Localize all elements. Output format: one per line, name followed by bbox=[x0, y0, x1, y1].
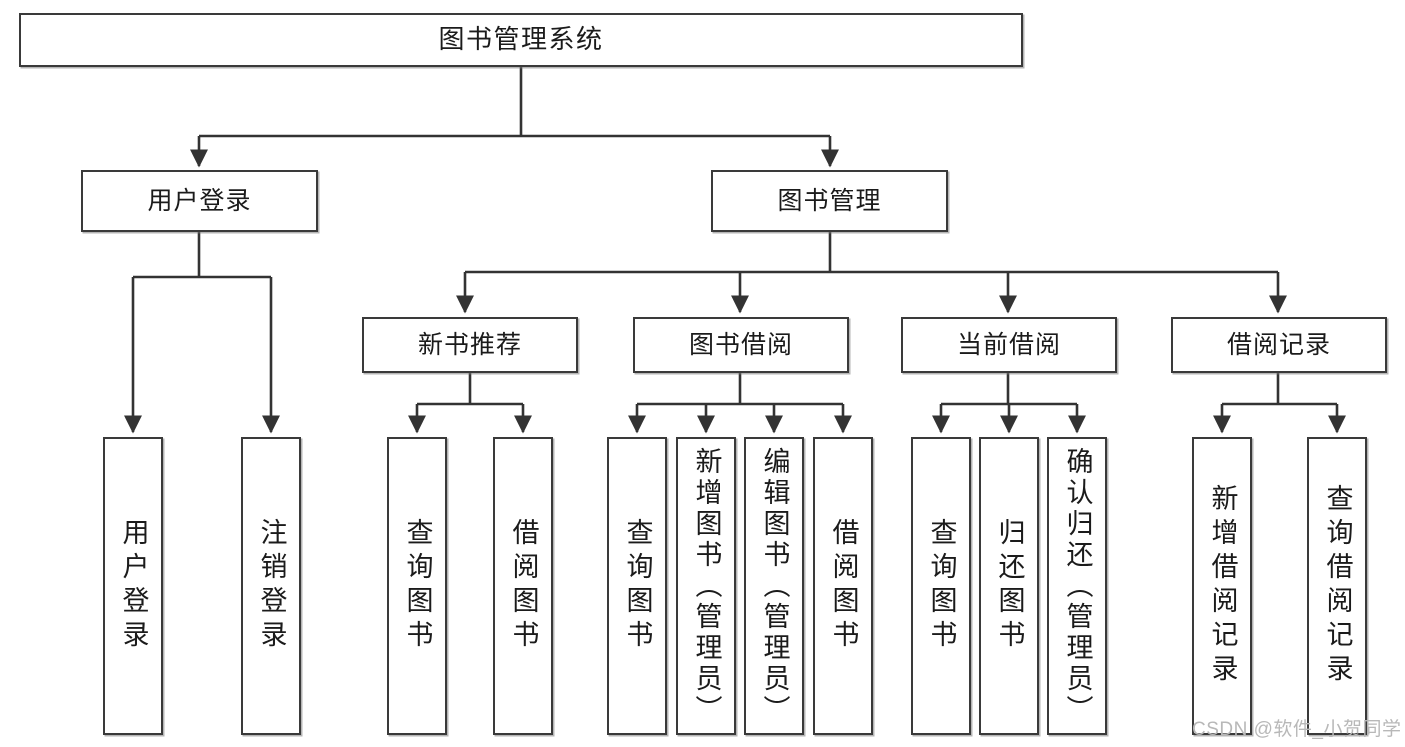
node-borrow-records[interactable]: 借阅记录 bbox=[1171, 317, 1387, 373]
leaf-current-confirm-return-admin[interactable]: 确认归还（管理员） bbox=[1047, 437, 1107, 735]
node-label: 查询图书 bbox=[622, 518, 653, 654]
node-label: 注销登录 bbox=[256, 518, 287, 654]
node-user-login[interactable]: 用户登录 bbox=[81, 170, 318, 232]
node-label: 用户登录 bbox=[118, 518, 149, 654]
leaf-borrow-edit-book-admin[interactable]: 编辑图书（管理员） bbox=[744, 437, 804, 735]
node-label: 用户登录 bbox=[147, 187, 252, 215]
leaf-user-login-logout[interactable]: 注销登录 bbox=[241, 437, 301, 735]
node-current-borrow[interactable]: 当前借阅 bbox=[901, 317, 1117, 373]
leaf-recommend-query-book[interactable]: 查询图书 bbox=[387, 437, 447, 735]
node-label: 查询图书 bbox=[926, 518, 957, 654]
leaf-user-login-login[interactable]: 用户登录 bbox=[103, 437, 163, 735]
node-label: 新书推荐 bbox=[417, 331, 522, 359]
leaf-records-query-record[interactable]: 查询借阅记录 bbox=[1307, 437, 1367, 735]
node-label: 查询借阅记录 bbox=[1322, 484, 1353, 688]
node-label: 新增借阅记录 bbox=[1207, 484, 1238, 688]
node-label: 图书管理 bbox=[777, 187, 882, 215]
node-label: 新增图书（管理员） bbox=[691, 446, 722, 726]
node-label: 图书借阅 bbox=[688, 331, 793, 359]
leaf-records-add-record[interactable]: 新增借阅记录 bbox=[1192, 437, 1252, 735]
node-label: 查询图书 bbox=[402, 518, 433, 654]
leaf-current-query-book[interactable]: 查询图书 bbox=[911, 437, 971, 735]
node-label: 借阅记录 bbox=[1226, 331, 1331, 359]
node-root-book-management-system[interactable]: 图书管理系统 bbox=[19, 13, 1023, 67]
leaf-borrow-add-book-admin[interactable]: 新增图书（管理员） bbox=[676, 437, 736, 735]
node-label: 图书管理系统 bbox=[438, 24, 604, 55]
node-label: 当前借阅 bbox=[956, 331, 1061, 359]
leaf-borrow-borrow-book[interactable]: 借阅图书 bbox=[813, 437, 873, 735]
node-label: 借阅图书 bbox=[508, 518, 539, 654]
leaf-current-return-book[interactable]: 归还图书 bbox=[979, 437, 1039, 735]
node-label: 归还图书 bbox=[994, 518, 1025, 654]
node-book-management[interactable]: 图书管理 bbox=[711, 170, 948, 232]
leaf-borrow-query-book[interactable]: 查询图书 bbox=[607, 437, 667, 735]
node-label: 确认归还（管理员） bbox=[1062, 446, 1093, 726]
node-new-book-recommend[interactable]: 新书推荐 bbox=[362, 317, 578, 373]
csdn-watermark: CSDN @软件_小贺同学 bbox=[1192, 719, 1402, 740]
node-book-borrow[interactable]: 图书借阅 bbox=[633, 317, 849, 373]
node-label: 编辑图书（管理员） bbox=[759, 446, 790, 726]
node-label: 借阅图书 bbox=[828, 518, 859, 654]
leaf-recommend-borrow-book[interactable]: 借阅图书 bbox=[493, 437, 553, 735]
